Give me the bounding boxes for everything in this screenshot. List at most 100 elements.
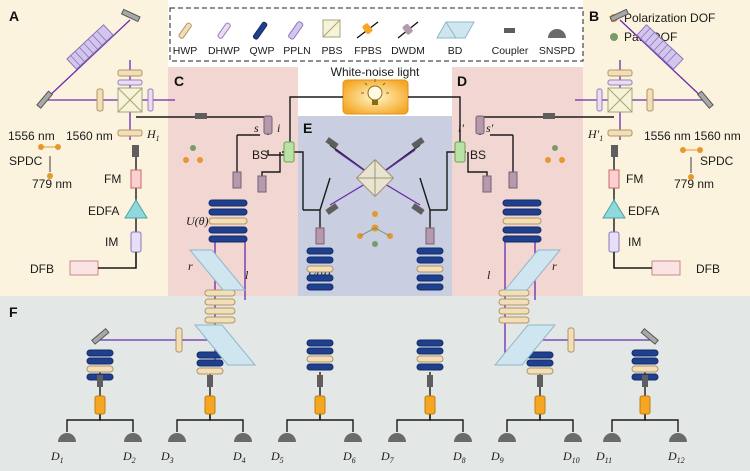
coupler-b-1 [611,145,618,157]
white-noise-label: White-noise light [331,65,420,79]
fpbs-2 [204,395,216,415]
hwp-a-1 [117,69,143,77]
dhwp-a [117,79,143,86]
panel-d-labels: i' s' BS l r [458,121,557,282]
waveplate-f3-3 [306,363,334,371]
snspd-detector-7 [388,433,406,442]
hwp-a-2 [96,88,104,112]
snspd-detector-5 [278,433,296,442]
waveplate-d-4 [502,235,542,243]
waveplate-f1-1 [86,357,114,365]
waveplate-e-left-1 [306,256,334,264]
source-b-labels: 1556 nm 1560 nm SPDC 779 nm FM EDFA IM D… [587,127,741,276]
detector-label-11: D11 [595,449,612,465]
wl-779-b: 779 nm [674,177,714,191]
coupler-f-2 [207,375,213,387]
panel-e-optics [315,137,435,247]
waveplate-e-right-4 [416,283,444,291]
waveplate-f4-1 [416,347,444,355]
waveplate-c-4 [208,235,248,243]
fm-a [130,169,142,189]
waveplate-e-left-3 [306,274,334,282]
h1-label-b: H′1 [587,127,603,143]
snspd-detector-3 [168,433,186,442]
waveplate-c-2 [208,217,248,225]
legend-icons [178,19,566,40]
r-d-label: r [552,259,557,273]
waveplate-e-left-2 [306,265,334,273]
dfb-label-b: DFB [696,262,720,276]
snspd-detector-11 [603,433,621,442]
coupler-f-5 [537,375,543,387]
edfa-label-b: EDFA [628,204,659,218]
waveplate-f4-3 [416,363,444,371]
waveplate-d-2 [502,217,542,225]
spdc-b: SPDC [700,154,734,168]
snspd-detector-1 [58,433,76,442]
legend-label-pbs: PBS [321,45,342,57]
l-d-label: l [487,268,491,282]
waveplate-e-left-0 [306,247,334,255]
path-dof-dot [610,33,618,41]
legend-label-qwp: QWP [249,45,274,57]
coupler-a-2 [195,113,207,119]
bd-c-top [188,249,247,291]
panel-label-f: F [9,304,18,320]
fpbs-4 [424,395,436,415]
fpbs-6 [639,395,651,415]
h1-waveplate-b [607,129,633,137]
legend-label-ppln: PPLN [283,45,310,57]
port-s-prime-label: s' [486,121,494,135]
dhwp-icon [217,22,231,39]
edfa-b [602,199,626,219]
fpbs-1 [94,395,106,415]
waveplate-e-left-4 [306,283,334,291]
dwdm-c [263,115,273,135]
fm-b [608,169,620,189]
waveplate-d-low-2 [498,307,530,315]
waveplate-f5-2 [526,367,554,375]
waveplate-c-3 [208,226,248,234]
dhwp-a-2 [147,88,154,112]
hwp-b-1 [607,69,633,77]
im-label-b: IM [628,235,641,249]
port-i-label: i [277,121,280,135]
edfa-label-a: EDFA [88,204,119,218]
bs-d-label: BS [470,148,486,162]
fpbs-row [94,375,651,415]
waveplate-d-low-0 [498,289,530,297]
detector-label-7: D7 [380,449,395,465]
bs-d [454,141,466,163]
hwp-f-right [567,327,575,353]
port-i-prime-label: i' [458,121,464,135]
snspd-detector-6 [344,433,362,442]
source-b-optics [543,8,714,276]
coupler-f-6 [642,375,648,387]
detector-label-6: D6 [342,449,356,465]
legend-label-hwp: HWP [173,45,198,57]
fpbs-icon [356,21,379,39]
wl-1560-b: 1560 nm [694,129,741,143]
detector-label-3: D3 [160,449,174,465]
source-a-optics [36,8,207,276]
waveplate-f3-1 [306,347,334,355]
panel-label-c: C [174,73,184,89]
bd-d-top [503,249,562,291]
legend-label-fpbs: FPBS [354,45,381,57]
waveplate-e-right-2 [416,265,444,273]
im-a [130,231,142,253]
coupler-e-tl [325,137,339,149]
fiber-coupler-d-2 [482,175,492,193]
wl-779-a: 779 nm [32,177,72,191]
panel-label-d: D [457,73,467,89]
coupler-f-1 [97,375,103,387]
detector-label-8: D8 [452,449,466,465]
spdc-a: SPDC [9,154,43,168]
mirror-a-left [36,90,54,109]
ppln-icon [288,21,304,40]
coupler-e-br [411,203,425,215]
panel-label-e: E [303,120,312,136]
